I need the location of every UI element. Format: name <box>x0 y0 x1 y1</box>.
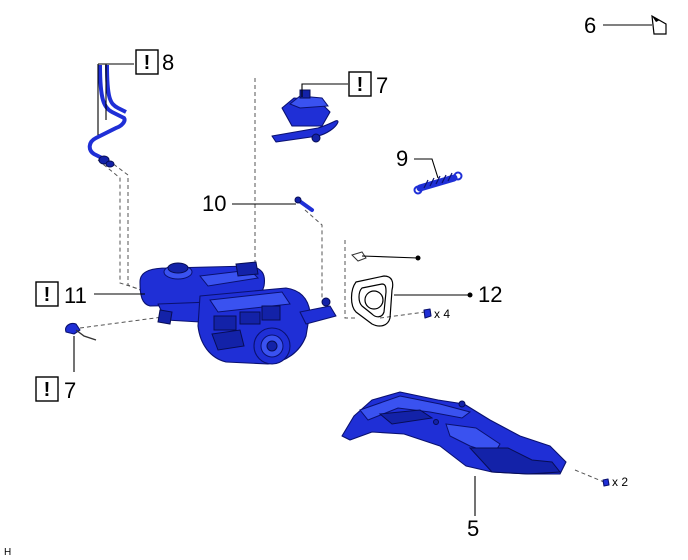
callout-11: 11 <box>64 283 87 308</box>
quantity-x4: x 4 <box>434 307 450 321</box>
warning-box-8: ! <box>135 49 159 75</box>
clevis-pin[interactable] <box>294 196 314 212</box>
callout-10: 10 <box>202 191 226 216</box>
callout-8: 8 <box>162 50 174 75</box>
warning-symbol: ! <box>44 379 51 401</box>
callout-12: 12 <box>478 282 502 307</box>
callout-6: 6 <box>584 13 596 38</box>
leader-dot <box>467 292 473 298</box>
cover-icon[interactable] <box>651 14 667 35</box>
callout-7-top: 7 <box>376 73 388 98</box>
callout-9: 9 <box>396 146 408 171</box>
callout-5: 5 <box>467 516 479 541</box>
warning-symbol: ! <box>144 52 151 74</box>
leader-dot <box>415 255 421 261</box>
clip[interactable] <box>351 251 367 262</box>
corner-letter: H <box>4 547 11 558</box>
warning-box-7-bottom: ! <box>35 376 59 402</box>
connector-assembly-bottom[interactable] <box>65 322 97 341</box>
mounting-nut[interactable] <box>423 308 432 319</box>
insulator-clip[interactable] <box>602 478 610 487</box>
return-spring[interactable] <box>413 171 463 195</box>
quantity-x2: x 2 <box>612 475 628 489</box>
booster-gasket[interactable] <box>350 275 394 327</box>
dash-panel-insulator[interactable] <box>341 391 567 475</box>
brake-master-cylinder-booster[interactable] <box>139 261 337 365</box>
warning-box-7-top: ! <box>348 71 372 97</box>
warning-symbol: ! <box>44 284 51 306</box>
connector-assembly-top[interactable] <box>271 89 339 143</box>
warning-box-11: ! <box>35 281 59 307</box>
callout-leaders <box>73 24 652 516</box>
callout-7-bottom: 7 <box>64 378 76 403</box>
warning-symbol: ! <box>357 74 364 96</box>
brake-tube-assembly[interactable] <box>87 64 127 168</box>
